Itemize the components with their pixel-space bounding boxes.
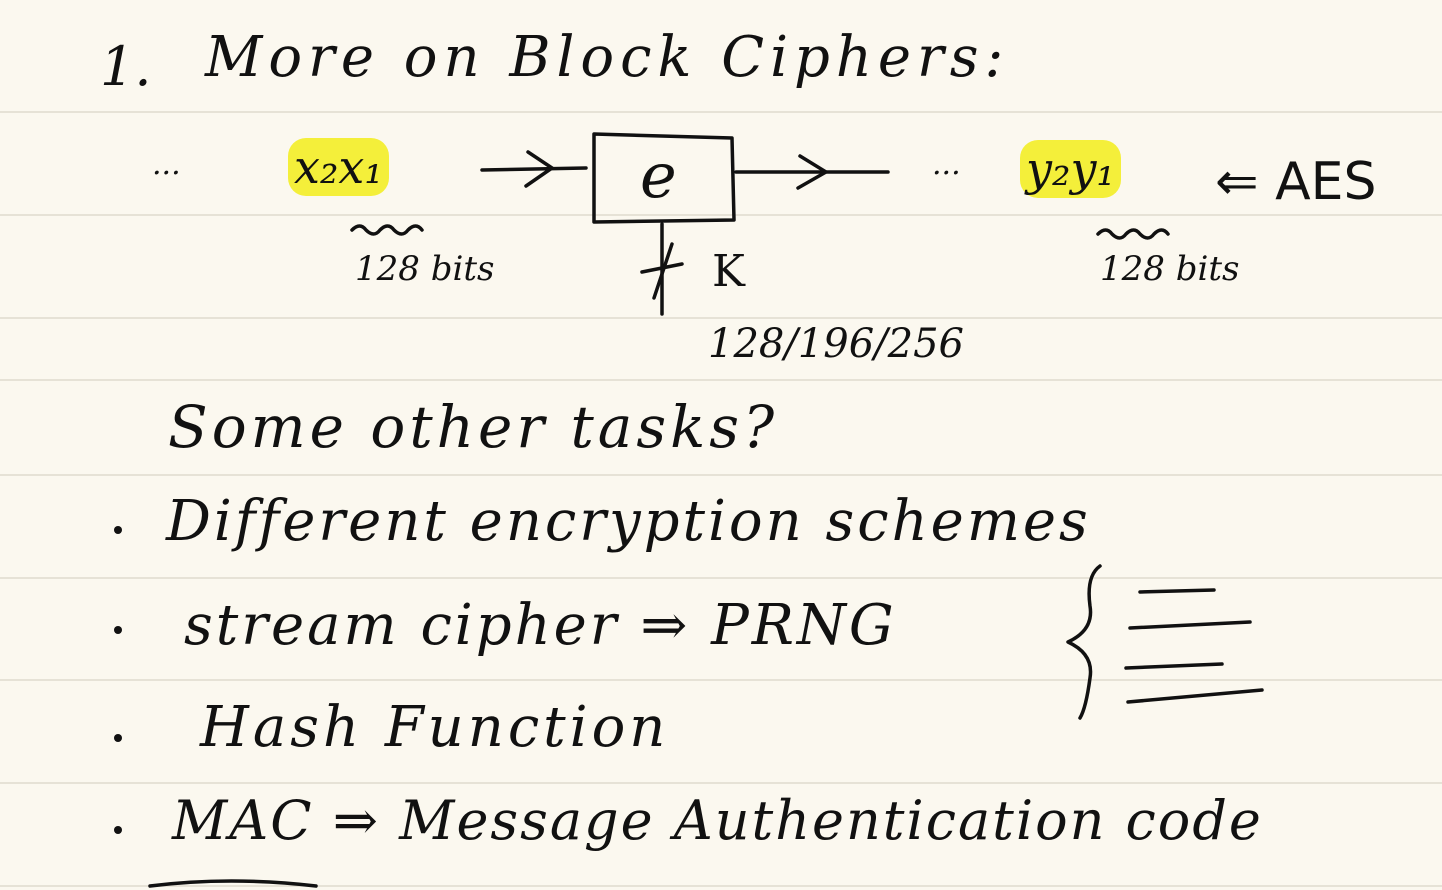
task-item-stream-cipher: stream cipher ⇒ PRNG [184,593,897,658]
bullet-4 [114,826,122,834]
output-dots: ... [932,147,961,182]
output-size-label: 128 bits [1100,249,1240,289]
encryption-box-label: e [640,139,677,212]
key-sizes-label: 128/196/256 [708,321,964,367]
key-label: K [712,246,745,297]
task-item-mac: MAC ⇒ Message Authentication code [172,789,1263,852]
cipher-name-label: ⇐ AES [1215,152,1377,212]
output-y2: y₂ [1026,142,1071,196]
input-blocks: x₂x₁ [288,138,389,196]
heading-number: 1. [100,35,152,98]
input-x1: x₁ [338,140,383,194]
task-item-hash-function: Hash Function [200,695,670,760]
bullet-1 [114,526,122,534]
input-dots: ... [152,147,181,182]
bullet-2 [114,626,122,634]
page-title: More on Block Ciphers: [205,25,1010,90]
output-blocks: y₂y₁ [1020,140,1121,198]
question-text: Some other tasks? [168,393,779,461]
input-x2: x₂ [294,140,339,194]
bullet-3 [114,734,122,742]
input-size-label: 128 bits [355,249,495,289]
task-item-different-encryption: Different encryption schemes [166,489,1091,554]
output-y1: y₁ [1070,142,1115,196]
